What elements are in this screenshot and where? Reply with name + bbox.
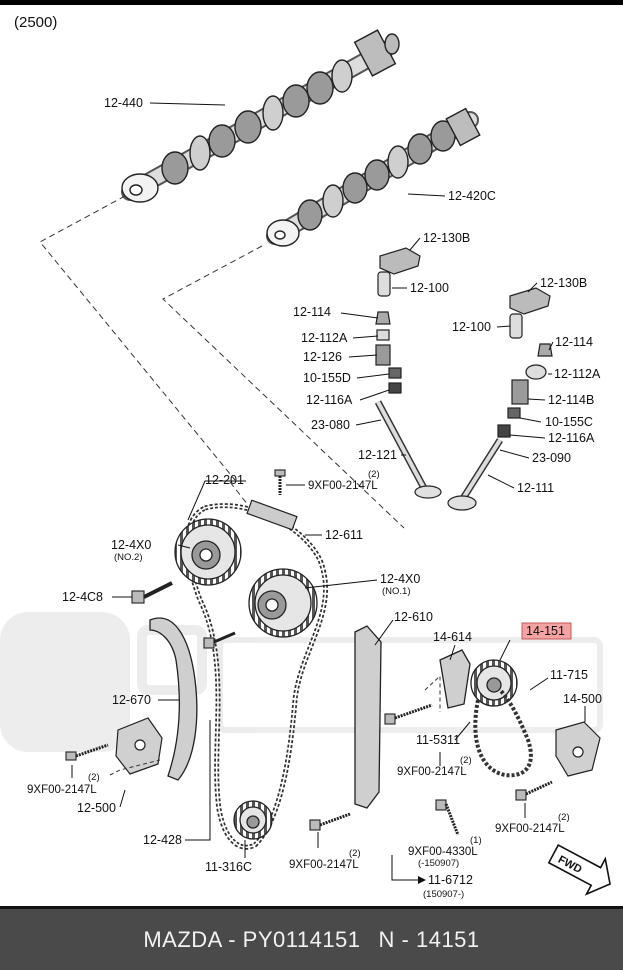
part-label-12-4C8[interactable]: 12-4C8 [62,590,103,604]
crankshaft-sprocket-drawing [233,800,273,840]
key-ref-arrowhead [418,876,426,884]
part-note-no2: (NO.2) [114,552,143,563]
footer-bar: MAZDA - PY0114151 N - 14151 [0,906,623,970]
chain-tensioner-drawing [115,717,163,775]
timing-leaders-upper [112,480,378,598]
timing-chain-inner [186,504,327,848]
part-label-12-114-right[interactable]: 12-114 [555,335,593,349]
part-label-12-4X0-no1[interactable]: 12-4X0 [380,572,420,586]
highlight-box-14-151 [521,622,572,640]
part-label-12-116A-left[interactable]: 12-116A [306,393,353,407]
bolt-left-code[interactable]: 9XF00-2147L [27,784,97,796]
bolt-left-qty: (2) [88,772,100,783]
bolt-bottom-code[interactable]: 9XF00-2147L [289,859,359,871]
valvetrain-right-leaders [487,282,554,489]
part-label-14-500[interactable]: 14-500 [563,692,602,706]
part-label-12-130B-right[interactable]: 12-130B [540,276,587,290]
valvetrain-left-drawing [374,247,442,499]
part-label-11-5311[interactable]: 11-5311 [416,733,460,747]
part-label-12-420C[interactable]: 12-420C [448,189,496,203]
alignment-dashed-lines [39,195,405,529]
part-label-12-4X0-no2[interactable]: 12-4X0 [111,538,151,552]
part-label-12-130B-left[interactable]: 12-130B [423,231,470,245]
arm-pivot-bolt-drawing [203,631,236,649]
part-note-no1: (NO.1) [382,586,411,597]
oil-guide-dashed [424,674,441,712]
part-label-12-100-right[interactable]: 12-100 [452,320,491,334]
vvt-sprocket-no1-drawing [248,568,318,638]
chain-guide-front-drawing [354,625,382,809]
part-label-12-500[interactable]: 12-500 [77,801,116,815]
footer-brand-part: MAZDA - PY0114151 [143,926,361,952]
bolt-center-drawing [435,799,460,836]
part-label-14-614[interactable]: 14-614 [433,630,472,644]
part-label-12-114-left[interactable]: 12-114 [293,305,331,319]
bolt-top-qty: (2) [368,469,380,480]
watermark-logo [0,612,603,752]
key-ref-arrow [391,855,418,881]
bolt-center-qty: (1) [470,835,482,846]
footer-code: N - 14151 [378,926,480,952]
part-label-12-121[interactable]: 12-121 [358,448,397,462]
bolt-right-code[interactable]: 9XF00-2147L [495,823,565,835]
oil-pump-sprocket-drawing [470,659,518,707]
part-label-11-316C[interactable]: 11-316C [205,860,252,874]
camshaft-intake-drawing [266,107,481,247]
part-label-10-155D[interactable]: 10-155D [303,371,351,385]
part-label-12-440[interactable]: 12-440 [104,96,143,110]
bolt-right-qty: (2) [558,812,570,823]
oil-pump-chain-drawing [473,688,533,778]
fwd-direction-arrow: FWD [547,844,611,896]
part-label-12-112A-left[interactable]: 12-112A [301,331,348,345]
oil-pump-shaft-drawing [384,703,433,725]
oil-pump-chain-guide-drawing [439,649,471,709]
bolt-mid-qty: (2) [460,755,472,766]
vvt-sprocket-no2-drawing [174,518,242,586]
bolt-left-drawing [65,743,109,761]
bolt-bottom-drawing [309,812,351,831]
part-label-12-114B[interactable]: 12-114B [548,393,594,407]
engine-variant-label: (2500) [14,14,57,31]
bolt-top-code[interactable]: 9XF00-2147L [308,480,378,492]
exploded-parts-diagram: (2500) 12-440 [0,14,611,900]
tensioner-dashed [109,759,161,776]
part-label-11-715[interactable]: 11-715 [550,668,588,682]
part-label-11-6712[interactable]: 11-6712 [428,873,473,887]
sprocket-bolt-drawing [131,581,173,604]
valvetrain-right-drawing [447,287,553,511]
oil-pump-tensioner-drawing [555,721,601,777]
bolt-center-code[interactable]: 9XF00-4330L [408,846,478,858]
chain-guide-upper-drawing [246,499,298,531]
bolt-center-note: (-150907) [418,858,459,869]
part-label-12-610[interactable]: 12-610 [394,610,433,624]
bolt-right-drawing [515,780,553,801]
leader-12-428 [185,720,211,841]
part-label-12-428[interactable]: 12-428 [143,833,182,847]
bolt-top-drawing [274,469,286,495]
tensioner-arm-drawing [149,617,198,781]
bolt-bottom-qty: (2) [349,848,361,859]
part-label-12-670[interactable]: 12-670 [112,693,151,707]
part-label-12-201[interactable]: 12-201 [205,473,244,487]
part-label-12-100-left[interactable]: 12-100 [410,281,449,295]
bolt-mid-code[interactable]: 9XF00-2147L [397,766,467,778]
part-label-12-111[interactable]: 12-111 [517,481,554,495]
part-label-12-126[interactable]: 12-126 [303,350,342,364]
part-label-23-080[interactable]: 23-080 [311,418,350,432]
leader-11-715 [529,677,549,691]
part-label-14-151[interactable]: 14-151 [526,624,565,638]
valvetrain-left-leaders [340,237,421,456]
part-label-10-155C[interactable]: 10-155C [545,415,593,429]
part-label-12-112A-right[interactable]: 12-112A [554,367,601,381]
part-label-12-611[interactable]: 12-611 [325,528,363,542]
part-note-11-6712: (150907-) [423,889,464,900]
part-label-12-116A-right[interactable]: 12-116A [548,431,595,445]
top-border [0,0,623,5]
part-label-23-090[interactable]: 23-090 [532,451,571,465]
camshaft-exhaust-drawing [121,29,400,203]
